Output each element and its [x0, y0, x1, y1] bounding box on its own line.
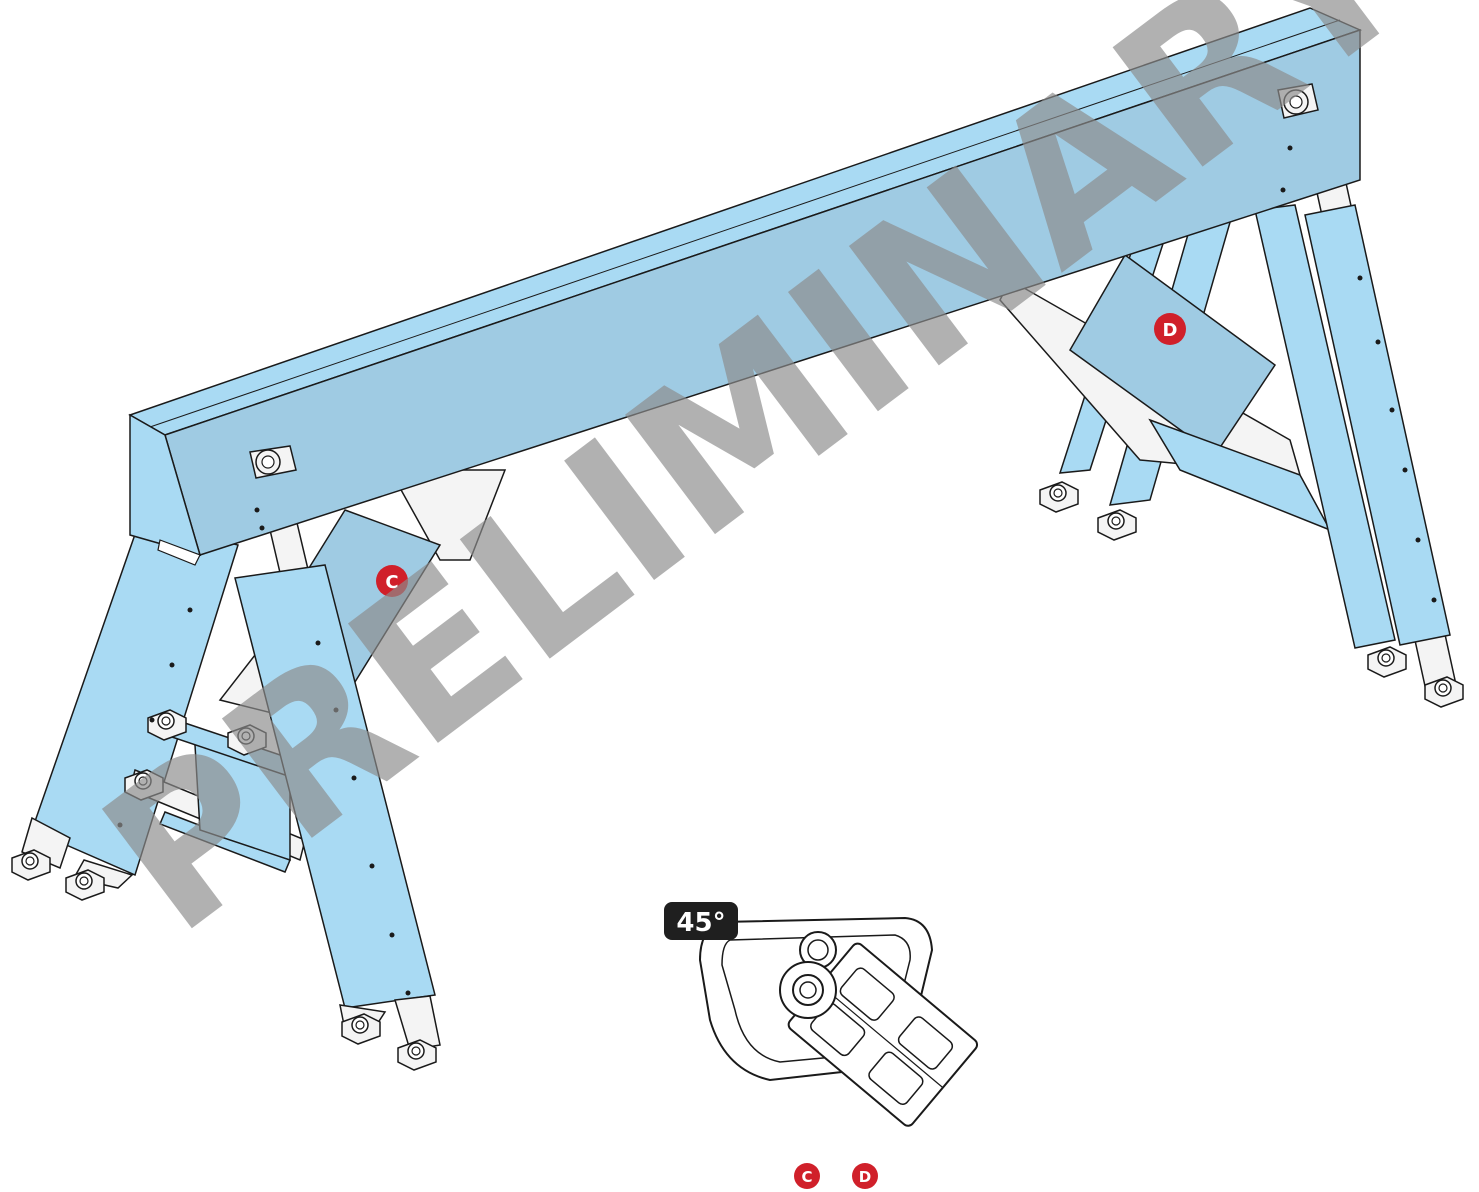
right-leg-assembly — [999, 85, 1464, 708]
callout-d: D — [1154, 313, 1186, 345]
detail-view-45: 45° — [664, 902, 979, 1127]
callout-c: C — [376, 565, 408, 597]
left-diagonal-brace-steel — [388, 469, 507, 561]
legend-d-label: D — [859, 1168, 871, 1186]
callout-c-label: C — [385, 572, 398, 593]
left-leg-assembly — [11, 447, 507, 1071]
top-beam — [128, 7, 1363, 566]
angle-badge-label: 45° — [676, 908, 725, 938]
detail-legend: C D — [794, 1163, 878, 1189]
angle-badge: 45° — [664, 902, 738, 940]
legend-c-label: C — [801, 1168, 812, 1186]
legend-callout-d: D — [852, 1163, 878, 1189]
right-front-leg-panel — [1304, 204, 1451, 646]
left-leg-head — [249, 445, 297, 479]
right-leg-head — [1277, 83, 1319, 119]
legend-callout-c: C — [794, 1163, 820, 1189]
right-rear-leg-panel — [1254, 204, 1396, 649]
left-front-leg-panel — [234, 564, 436, 1009]
callout-d-label: D — [1163, 320, 1178, 341]
